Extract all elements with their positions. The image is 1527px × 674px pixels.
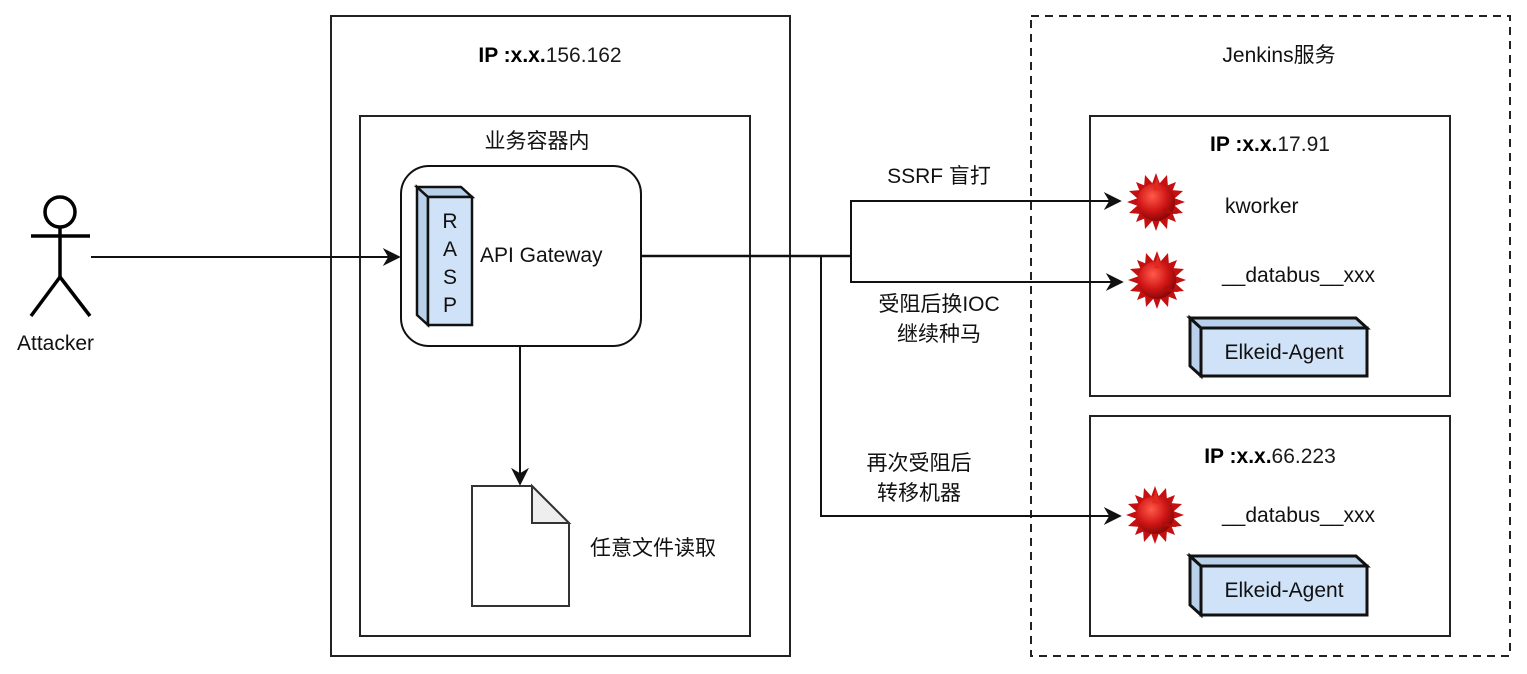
ip-suffix: 156.162 xyxy=(545,44,622,67)
jenkins-service-label: Jenkins服务 xyxy=(1222,44,1336,67)
process-databus-2: __databus__xxx xyxy=(1222,504,1375,527)
process-kworker: kworker xyxy=(1225,195,1299,218)
host-2-ip-suffix: 66.223 xyxy=(1271,445,1336,468)
move-machine-line-1: 再次受阻后 xyxy=(866,452,972,475)
elkeid-agent-label-1: Elkeid-Agent xyxy=(1224,341,1344,364)
file-read-label: 任意文件读取 xyxy=(590,537,716,560)
change-ioc-label: 受阻后换IOC 继续种马 xyxy=(878,290,999,350)
host-1-ip-suffix: 17.91 xyxy=(1277,133,1330,156)
document-icon xyxy=(471,483,572,607)
elkeid-agent-block-2 xyxy=(1186,552,1371,619)
host-1-ip-prefix: IP :x.x. xyxy=(1210,133,1278,156)
api-gateway-label: API Gateway xyxy=(480,244,603,267)
edge-ssrf xyxy=(850,192,1122,256)
ip-prefix: IP :x.x. xyxy=(478,44,546,67)
elkeid-agent-label-2: Elkeid-Agent xyxy=(1224,579,1344,602)
edge-change-ioc xyxy=(850,256,1124,291)
rasp-label: RASP xyxy=(442,210,458,317)
host-2-ip-prefix: IP :x.x. xyxy=(1204,445,1272,468)
elkeid-agent-block-1 xyxy=(1186,314,1371,380)
business-host-box xyxy=(330,15,791,657)
business-host-ip: IP :x.x.156.162 xyxy=(478,45,621,66)
edge-move-machine xyxy=(820,256,1122,525)
change-ioc-line-2: 继续种马 xyxy=(897,323,981,346)
ssrf-label: SSRF 盲打 xyxy=(887,165,991,188)
jenkins-service-box xyxy=(1030,15,1511,657)
host-2-ip: IP :x.x.66.223 xyxy=(1204,446,1336,467)
change-ioc-line-1: 受阻后换IOC xyxy=(878,293,1000,316)
container-box xyxy=(359,115,751,637)
host-1-ip: IP :x.x.17.91 xyxy=(1210,134,1330,155)
attacker-label: Attacker xyxy=(17,332,95,355)
attacker-icon xyxy=(29,195,92,318)
rasp-block xyxy=(413,184,476,328)
process-databus-1: __databus__xxx xyxy=(1222,264,1375,287)
move-machine-line-2: 转移机器 xyxy=(877,482,961,505)
move-machine-label: 再次受阻后 转移机器 xyxy=(867,449,972,509)
container-label: 业务容器内 xyxy=(484,130,590,153)
